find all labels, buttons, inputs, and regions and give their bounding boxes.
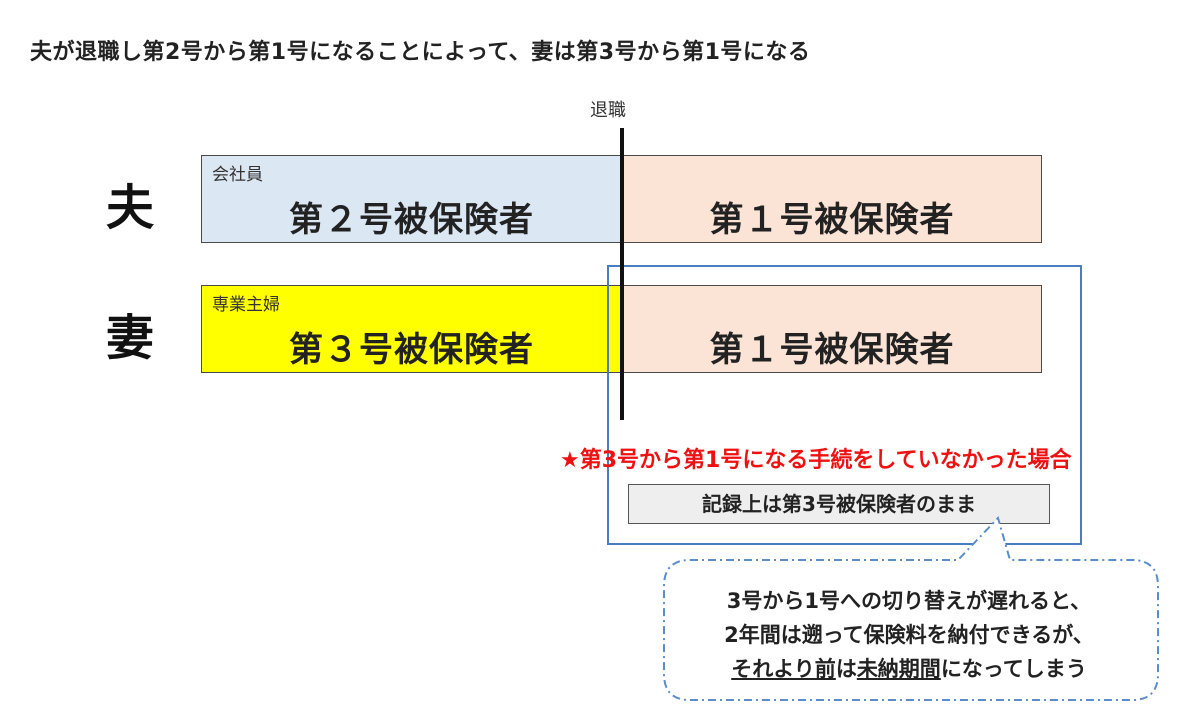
wife-label: 妻 bbox=[106, 310, 155, 366]
husband-label: 夫 bbox=[106, 180, 155, 236]
page-title: 夫が退職し第2号から第1号になることによって、妻は第3号から第1号になる bbox=[30, 40, 811, 65]
wife-after-status: 第１号被保険者 bbox=[709, 330, 955, 370]
husband-after-box: 第１号被保険者 bbox=[622, 155, 1042, 243]
wife-before-status: 第３号被保険者 bbox=[289, 330, 534, 370]
husband-before-status: 第２号被保険者 bbox=[289, 200, 534, 240]
wife-after-box: 第１号被保険者 bbox=[622, 285, 1042, 373]
callout-line-1: 3号から1号への切り替えが遅れると、 bbox=[726, 589, 1092, 613]
callout-line-3: それより前は未納期間になってしまう bbox=[664, 652, 1154, 686]
record-status-box: 記録上は第3号被保険者のまま bbox=[628, 484, 1050, 524]
callout-line-3-mid: は bbox=[835, 657, 857, 681]
husband-role: 会社員 bbox=[212, 165, 263, 185]
warning-text: ★第3号から第1号になる手続をしていなかった場合 bbox=[560, 448, 1072, 473]
retirement-line bbox=[620, 128, 624, 420]
callout-underline-unpaid: 未納期間 bbox=[856, 657, 941, 681]
highlight-frame bbox=[607, 265, 1082, 545]
husband-after-status: 第１号被保険者 bbox=[709, 200, 955, 240]
wife-before-box: 専業主婦 第３号被保険者 bbox=[201, 285, 622, 373]
callout-line-3-end: になってしまう bbox=[940, 657, 1087, 681]
callout-line-2: 2年間は遡って保険料を納付できるが、 bbox=[724, 623, 1094, 647]
retirement-label: 退職 bbox=[590, 100, 626, 121]
callout-text: 3号から1号への切り替えが遅れると、 2年間は遡って保険料を納付できるが、 それ… bbox=[664, 584, 1154, 686]
callout-underline-before: それより前 bbox=[731, 657, 836, 681]
wife-role: 専業主婦 bbox=[212, 295, 280, 315]
